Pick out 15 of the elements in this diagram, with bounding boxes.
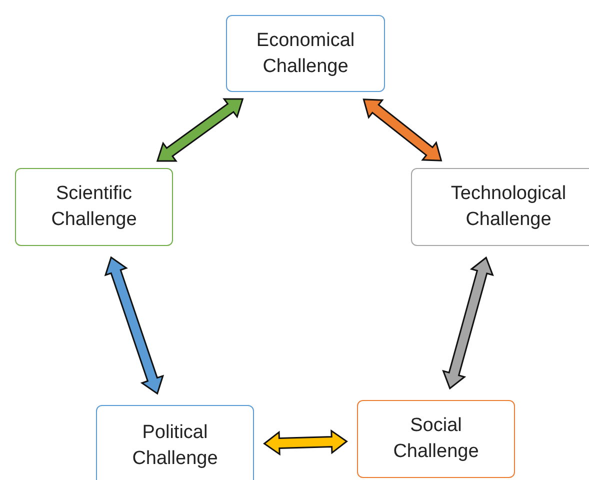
double-arrow <box>442 256 494 390</box>
challenge-label: Scientific Challenge <box>50 182 138 232</box>
double-arrow <box>362 98 442 162</box>
double-arrow <box>104 256 164 395</box>
double-arrow <box>156 98 244 162</box>
challenge-label: Economical Challenge <box>255 28 356 78</box>
challenge-label: Social Challenge <box>392 414 480 464</box>
challenge-label: Technological Challenge <box>450 182 568 232</box>
challenge-box <box>357 400 515 478</box>
double-arrow <box>263 429 348 456</box>
challenge-box <box>226 15 385 92</box>
challenge-box <box>96 405 254 480</box>
challenge-box <box>15 168 173 246</box>
challenge-box <box>411 168 589 246</box>
challenge-label: Political Challenge <box>131 421 219 471</box>
